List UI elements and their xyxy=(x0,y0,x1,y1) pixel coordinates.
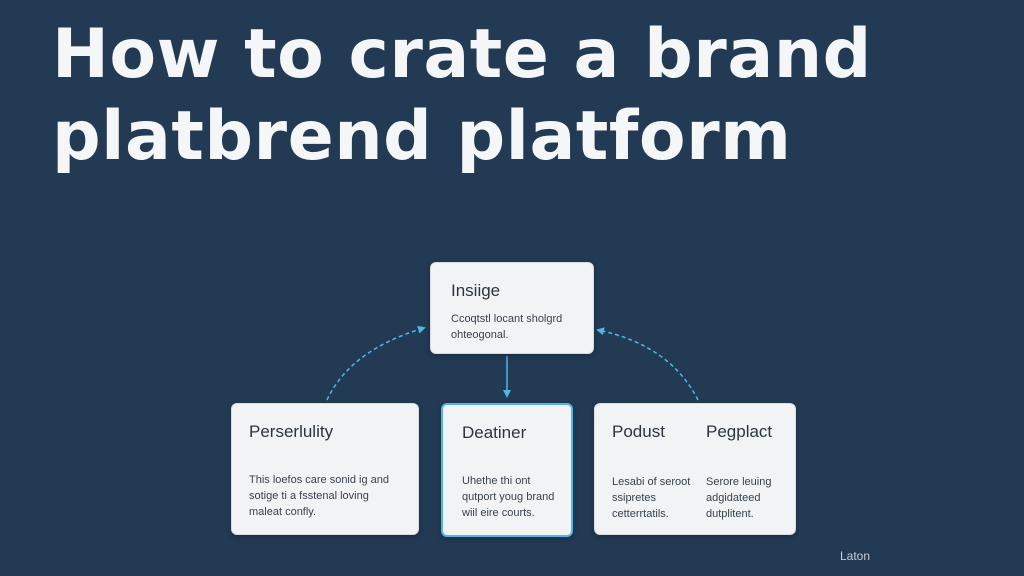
node-deatiner-line-1: Uhethe thi ont xyxy=(462,475,531,487)
node-podust-line-3: cetterrtatils. xyxy=(612,508,669,520)
node-pegplact: Pegplact Serore leuing adgidateed dutpli… xyxy=(706,422,772,522)
node-insight-line-2: ohteogonal. xyxy=(451,329,509,341)
node-personality-line-1: This loefos care sonid ig and xyxy=(249,474,390,486)
node-podust-line-2: ssipretes xyxy=(612,492,657,504)
node-insight: Insiige Ccoqtstl locant sholgrd ohteogon… xyxy=(430,262,594,354)
node-podust-description: Lesabi of seroot ssipretes cetterrtatils… xyxy=(612,474,690,522)
node-pegplact-line-2: adgidateed xyxy=(706,492,761,504)
node-deatiner: Deatiner Uhethe thi ont qutport youg bra… xyxy=(441,403,573,537)
node-personality-line-3: maleat confly. xyxy=(249,506,317,518)
node-personality-description: This loefos care sonid ig and sotige ti … xyxy=(249,472,389,520)
node-personality: Perserlulity This loefos care sonid ig a… xyxy=(231,403,419,535)
node-pegplact-description: Serore leuing adgidateed dutplitent. xyxy=(706,474,772,522)
node-personality-line-2: sotige ti a fsstenal loving xyxy=(249,490,369,502)
page-title-line-2: platbrend platform xyxy=(52,97,792,176)
node-deatiner-title: Deatiner xyxy=(462,423,527,442)
node-insight-title: Insiige xyxy=(451,281,501,300)
node-pegplact-title: Pegplact xyxy=(706,422,773,441)
page-title: How to crate a brand platbrend platform xyxy=(52,14,992,178)
node-deatiner-line-3: wiil eire courts. xyxy=(462,507,535,519)
node-podust: Podust Lesabi of seroot ssipretes cetter… xyxy=(612,422,690,522)
node-podust-line-1: Lesabi of seroot xyxy=(612,476,691,488)
node-pegplact-line-1: Serore leuing xyxy=(706,476,772,488)
page-title-line-1: How to crate a brand xyxy=(52,15,872,94)
footer-label: Laton xyxy=(840,549,871,563)
node-deatiner-description: Uhethe thi ont qutport youg brand wiil e… xyxy=(462,473,554,521)
node-personality-title: Perserlulity xyxy=(249,422,334,441)
node-deatiner-line-2: qutport youg brand xyxy=(462,491,555,503)
connector-personality-to-insight xyxy=(326,325,426,401)
node-insight-description: Ccoqtstl locant sholgrd ohteogonal. xyxy=(451,311,562,343)
node-insight-line-1: Ccoqtstl locant sholgrd xyxy=(451,313,563,325)
node-podust-title: Podust xyxy=(612,422,665,441)
node-podust-pegplact: Podust Lesabi of seroot ssipretes cetter… xyxy=(594,403,796,535)
connector-podust-to-insight xyxy=(596,327,699,401)
node-pegplact-line-3: dutplitent. xyxy=(706,508,754,520)
